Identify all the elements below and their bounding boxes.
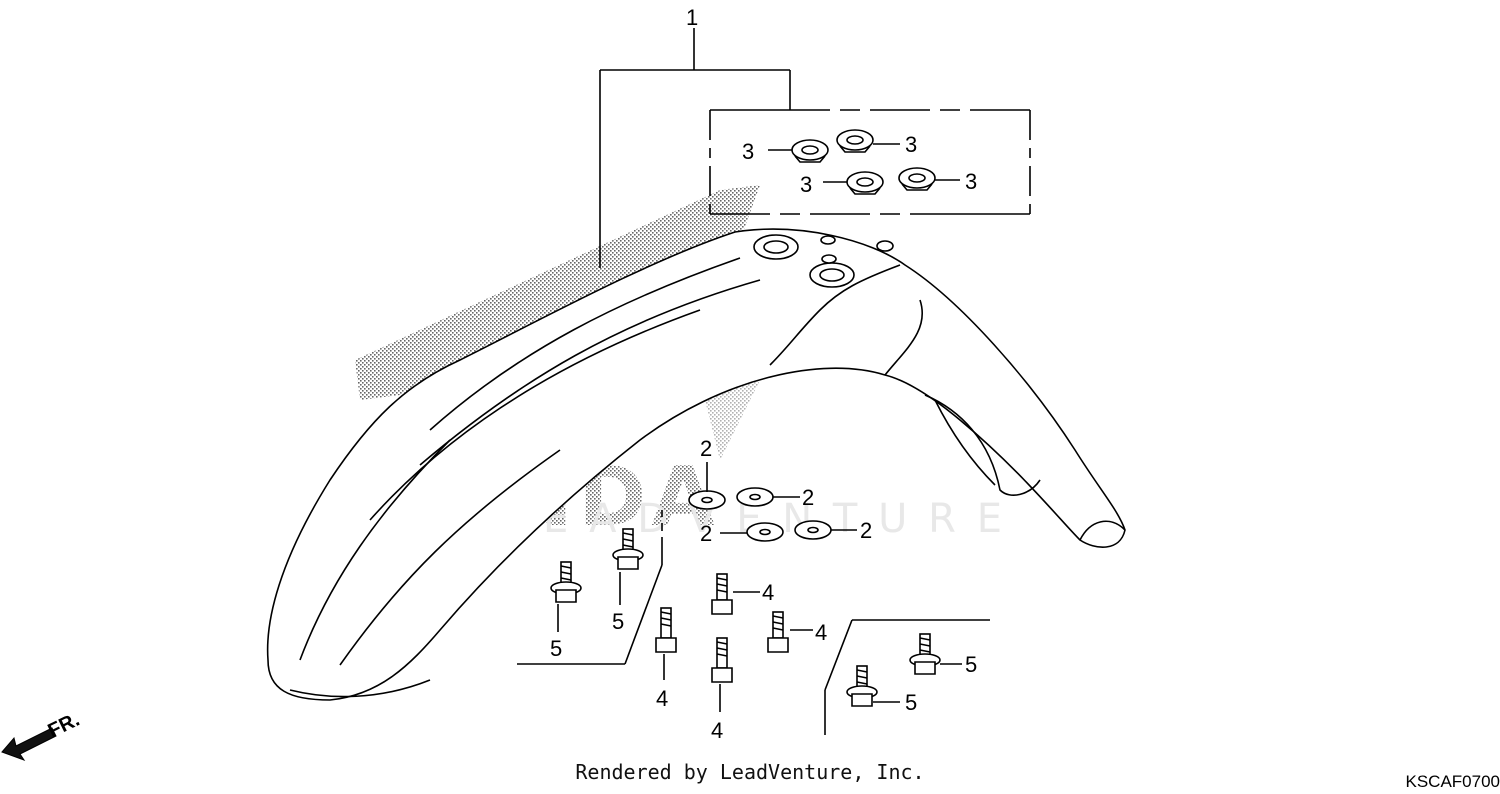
flange-bolt: [550, 561, 582, 603]
callout-5: 5: [612, 609, 624, 634]
diagram-code: KSCAF0700: [1405, 772, 1500, 791]
grommet: [846, 171, 884, 195]
grommet: [791, 139, 829, 163]
callout-5: 5: [965, 652, 977, 677]
callout-2: 2: [860, 518, 872, 543]
front-direction-arrow: FR.: [1, 709, 83, 761]
flange-bolt: [612, 528, 644, 570]
bolt: [711, 637, 733, 683]
bolt-bracket-left: [517, 510, 663, 665]
flange-bolt: [846, 665, 878, 707]
callout-2: 2: [700, 436, 712, 461]
bolt: [655, 607, 677, 653]
callout-4: 4: [711, 718, 723, 743]
callout-4: 4: [656, 686, 668, 711]
grommet-group: [768, 129, 960, 195]
callout-3: 3: [905, 132, 917, 157]
front-fender: [266, 228, 1126, 701]
bolt: [767, 611, 789, 653]
callout-1: 1: [686, 5, 698, 30]
callout-3: 3: [742, 139, 754, 164]
assembly-bracket: [599, 28, 1031, 268]
callout-4: 4: [762, 580, 774, 605]
bolt-bracket-right: [824, 619, 990, 735]
callout-5: 5: [905, 690, 917, 715]
flange-bolt: [909, 633, 941, 675]
callout-2: 2: [802, 485, 814, 510]
callout-5: 5: [550, 636, 562, 661]
washer-group: [688, 462, 857, 542]
render-credit: Rendered by LeadVenture, Inc.: [575, 760, 925, 784]
grommet: [836, 129, 874, 153]
grommet: [898, 167, 936, 191]
callout-4: 4: [815, 620, 827, 645]
callout-2: 2: [700, 521, 712, 546]
callout-3: 3: [800, 172, 812, 197]
bolt: [711, 573, 733, 615]
callout-3: 3: [965, 169, 977, 194]
